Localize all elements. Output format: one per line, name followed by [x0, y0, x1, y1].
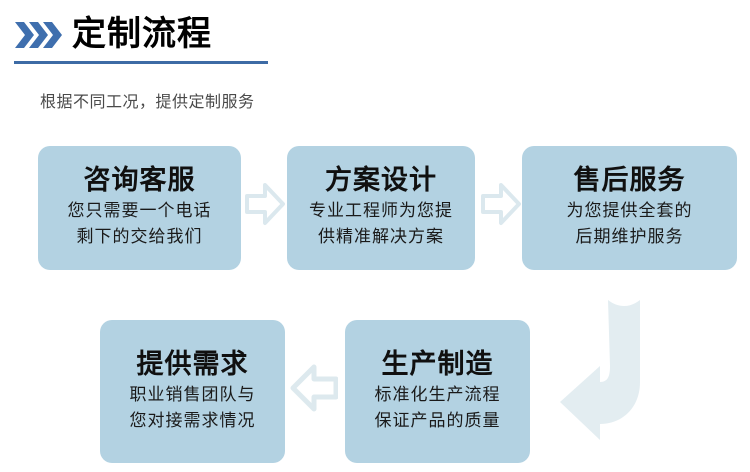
- process-step-card-2[interactable]: 方案设计 专业工程师为您提 供精准解决方案: [287, 146, 475, 270]
- step-desc-line-1: 标准化生产流程: [374, 384, 501, 404]
- process-step-card-3[interactable]: 售后服务 为您提供全套的 后期维护服务: [522, 146, 737, 270]
- arrow-right-outline-icon: [245, 182, 285, 226]
- step-desc-line-1: 您只需要一个电话: [67, 201, 212, 220]
- arrow-left-outline-icon: [290, 363, 338, 413]
- title-underline-rule: [14, 61, 268, 64]
- step-desc-line-2: 您对接需求情况: [129, 410, 256, 430]
- process-step-card-1[interactable]: 咨询客服 您只需要一个电话 剩下的交给我们: [38, 146, 241, 270]
- step-title: 售后服务: [573, 165, 686, 195]
- page-title: 定制流程: [72, 15, 212, 53]
- process-step-card-4[interactable]: 提供需求 职业销售团队与 您对接需求情况: [100, 320, 285, 463]
- step-title: 方案设计: [325, 165, 437, 195]
- section-header: 定制流程 根据不同工况，提供定制服务: [0, 0, 750, 125]
- arrow-right-outline-icon: [481, 182, 521, 226]
- step-title: 咨询客服: [83, 165, 196, 195]
- step-desc-line-1: 为您提供全套的: [566, 201, 693, 220]
- step-desc-line-2: 后期维护服务: [575, 227, 684, 246]
- process-step-card-5[interactable]: 生产制造 标准化生产流程 保证产品的质量: [345, 320, 530, 463]
- step-title: 提供需求: [136, 348, 249, 379]
- step-desc-line-2: 保证产品的质量: [374, 410, 501, 430]
- step-title: 生产制造: [381, 348, 494, 379]
- triple-chevron-right-icon: [14, 20, 62, 50]
- step-desc-line-2: 剩下的交给我们: [76, 227, 203, 246]
- step-desc-line-2: 供精准解决方案: [318, 227, 444, 246]
- header-title-row: 定制流程: [14, 14, 212, 54]
- step-desc-line-1: 职业销售团队与: [129, 384, 256, 404]
- section-subtitle: 根据不同工况，提供定制服务: [40, 94, 255, 111]
- bent-arrow-down-left-icon: [556, 296, 648, 444]
- step-desc-line-1: 专业工程师为您提: [309, 201, 453, 220]
